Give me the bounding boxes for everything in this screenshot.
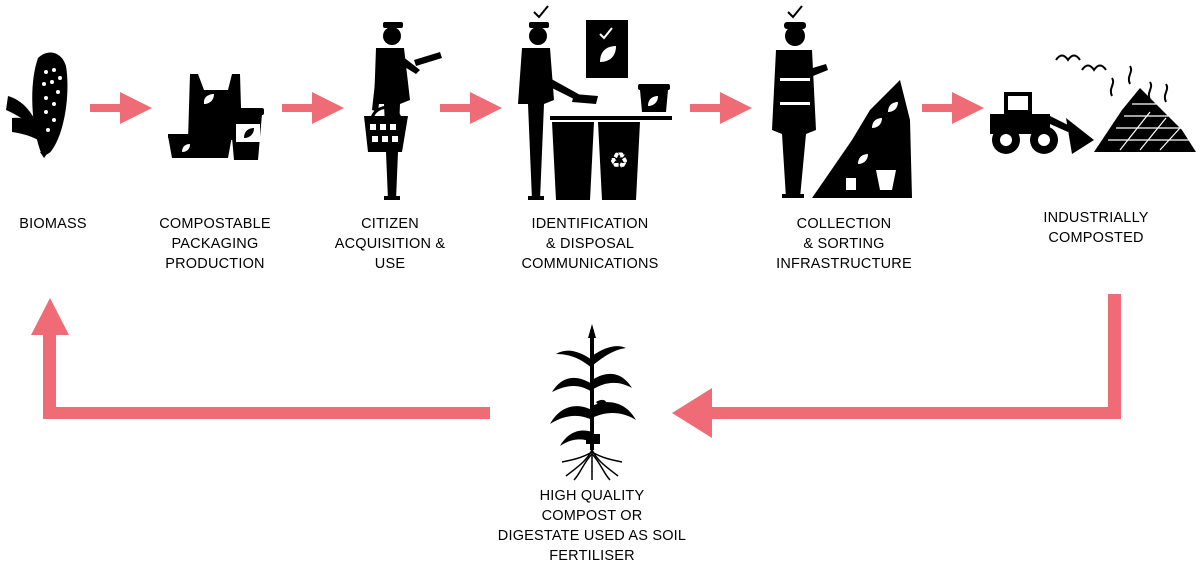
- arrow-disposal-to-collection: [690, 92, 752, 124]
- stage-label-composted: INDUSTRIALLY COMPOSTED: [1043, 210, 1149, 246]
- stage-label-fertiliser: HIGH QUALITY COMPOST OR DIGESTATE USED A…: [497, 488, 687, 564]
- stage-label-collection: COLLECTION & SORTING INFRASTRUCTURE: [776, 216, 912, 272]
- arrow-composted-to-fertiliser: [672, 294, 1121, 438]
- corn-cob-icon: [6, 52, 68, 158]
- flow-arrows: [31, 92, 1121, 438]
- disposal-bins-icon: ♻: [518, 5, 672, 200]
- corn-plant-icon: [550, 324, 636, 481]
- stage-label-biomass: BIOMASS: [19, 216, 87, 232]
- svg-text:♻: ♻: [609, 149, 629, 174]
- arrow-packaging-to-citizen: [282, 92, 344, 124]
- stage-label-disposal: IDENTIFICATION & DISPOSAL COMMUNICATIONS: [521, 216, 659, 272]
- bulldozer-compost-icon: [990, 54, 1196, 154]
- arrow-fertiliser-to-biomass: [31, 298, 490, 419]
- arrow-biomass-to-packaging: [90, 92, 152, 124]
- stage-label-packaging: COMPOSTABLE PACKAGING PRODUCTION: [159, 216, 271, 272]
- shopper-icon: [364, 22, 442, 200]
- stage-label-citizen: CITIZEN ACQUISITION & USE: [334, 216, 446, 272]
- arrow-citizen-to-disposal: [440, 92, 502, 124]
- packaging-icon: [168, 74, 264, 160]
- waste-worker-icon: [772, 5, 912, 198]
- arrow-collection-to-composted: [922, 92, 984, 124]
